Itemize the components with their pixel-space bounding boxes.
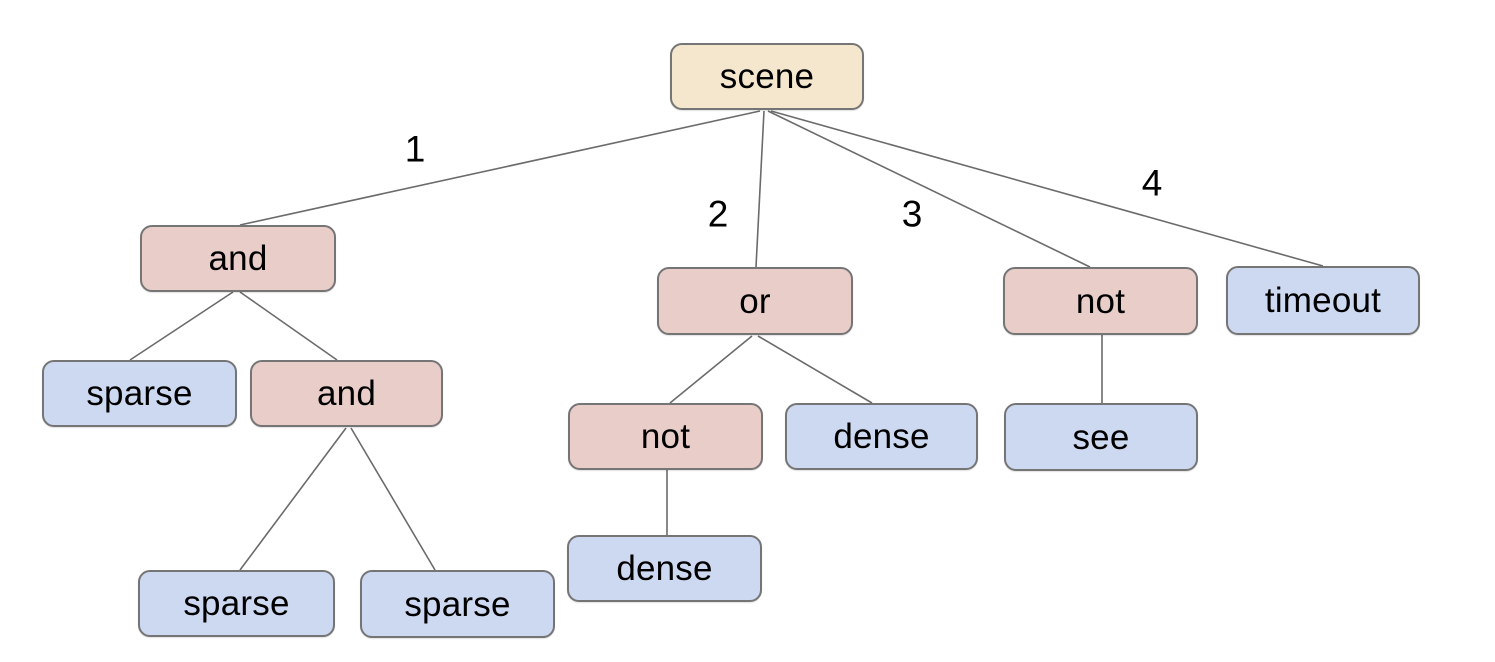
edge-scene-and1 — [239, 110, 761, 226]
edge-and1-sparse1 — [129, 291, 234, 361]
tree-node-dense2: dense — [567, 535, 762, 602]
edge-label-2: 2 — [707, 193, 729, 235]
edge-scene-not1 — [767, 110, 1091, 268]
edge-or1-not2 — [669, 335, 753, 404]
tree-node-sparse2: sparse — [138, 570, 335, 637]
edge-scene-or1 — [755, 110, 765, 268]
edge-or1-dense1 — [757, 335, 873, 404]
edge-label-4: 4 — [1141, 162, 1163, 204]
tree-node-timeout1: timeout — [1226, 266, 1420, 335]
edge-and2-sparse2 — [239, 427, 347, 571]
edge-and2-sparse3 — [350, 427, 436, 571]
tree-node-see1: see — [1004, 403, 1198, 471]
tree-node-not1: not — [1003, 267, 1198, 335]
edge-and1-and2 — [239, 291, 338, 361]
tree-node-scene: scene — [670, 43, 864, 110]
tree-node-or1: or — [657, 267, 853, 335]
edge-label-1: 1 — [404, 128, 426, 170]
tree-node-and2: and — [250, 360, 443, 427]
tree-node-and1: and — [140, 225, 336, 292]
tree-node-not2: not — [568, 403, 763, 470]
edge-scene-timeout1 — [770, 110, 1324, 267]
edge-label-3: 3 — [901, 193, 923, 235]
tree-node-sparse3: sparse — [360, 570, 555, 638]
tree-node-dense1: dense — [785, 403, 978, 470]
tree-node-sparse1: sparse — [42, 360, 237, 427]
